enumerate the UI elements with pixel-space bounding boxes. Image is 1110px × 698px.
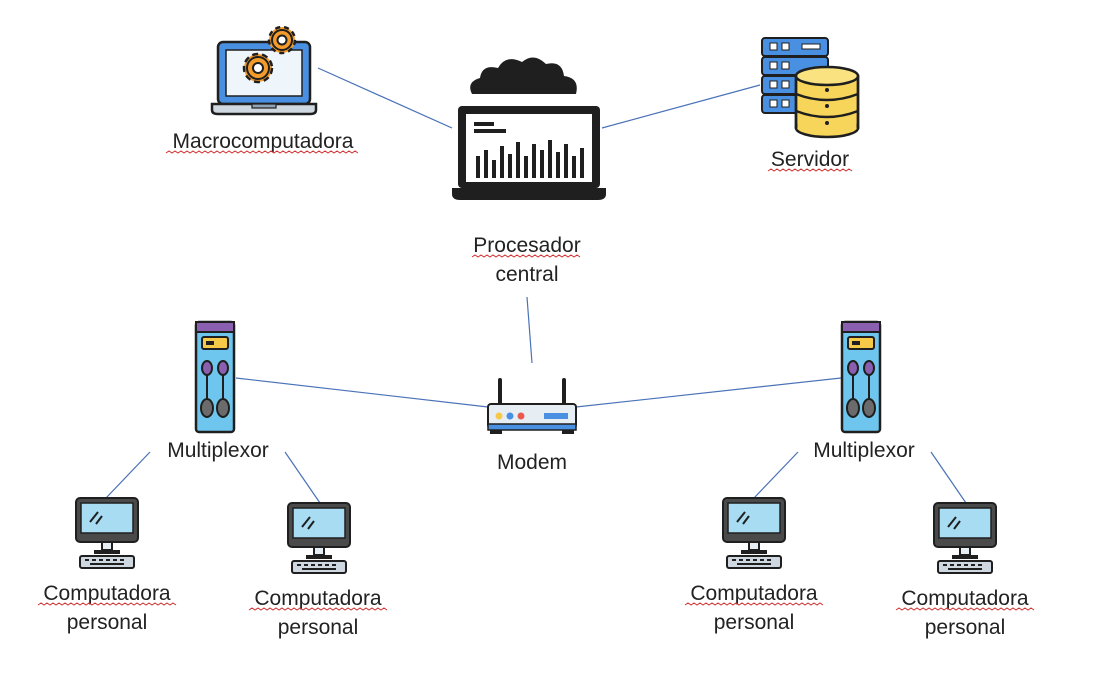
desktop-computer-icon xyxy=(933,502,997,574)
cloud-monitor-icon xyxy=(452,57,606,200)
label-pc2-line1: Computadora xyxy=(254,587,382,610)
label-modem: Modem xyxy=(497,451,567,474)
connector-lines xyxy=(105,67,967,504)
edge-cpu-modem xyxy=(526,296,533,364)
edge-mux-right-pc4 xyxy=(930,451,967,504)
label-pc4-line1: Computadora xyxy=(901,587,1029,610)
label-macrocomputadora: Macrocomputadora xyxy=(173,130,354,153)
label-multiplexor-right: Multiplexor xyxy=(813,439,915,462)
router-icon xyxy=(487,378,577,434)
desktop-computer-icon xyxy=(722,497,786,569)
label-multiplexor-left: Multiplexor xyxy=(167,439,269,462)
spellcheck-underline xyxy=(684,602,824,606)
edge-macro-cpu xyxy=(317,67,453,129)
server-database-icon xyxy=(761,37,860,139)
spellcheck-underline xyxy=(471,254,581,258)
edge-modem-mux-right xyxy=(575,377,842,408)
label-pc3-line1: Computadora xyxy=(690,582,818,605)
edge-mux-left-pc1 xyxy=(105,451,151,499)
spellcheck-underline xyxy=(248,607,388,611)
label-procesador-line1: Procesador xyxy=(473,234,580,257)
label-servidor: Servidor xyxy=(771,148,849,171)
edge-server-cpu xyxy=(601,84,761,129)
desktop-computer-icon xyxy=(75,497,139,569)
multiplexor-icon xyxy=(840,320,882,434)
multiplexor-icon xyxy=(194,320,236,434)
spellcheck-underline xyxy=(165,150,359,154)
label-pc1-line2: personal xyxy=(67,611,148,634)
label-pc2-line2: personal xyxy=(278,616,359,639)
bar-graph-icon xyxy=(476,140,584,178)
edge-modem-mux-left xyxy=(235,377,489,408)
edge-mux-right-pc3 xyxy=(753,451,799,499)
label-pc1-line1: Computadora xyxy=(43,582,171,605)
edge-mux-left-pc2 xyxy=(284,451,321,504)
laptop-gears-icon xyxy=(210,25,318,116)
label-pc3-line2: personal xyxy=(714,611,795,634)
spellcheck-underline xyxy=(767,168,853,172)
desktop-computer-icon xyxy=(287,502,351,574)
label-pc4-line2: personal xyxy=(925,616,1006,639)
spellcheck-underline xyxy=(895,607,1035,611)
label-procesador-line2: central xyxy=(495,263,558,286)
spellcheck-underline xyxy=(37,602,177,606)
